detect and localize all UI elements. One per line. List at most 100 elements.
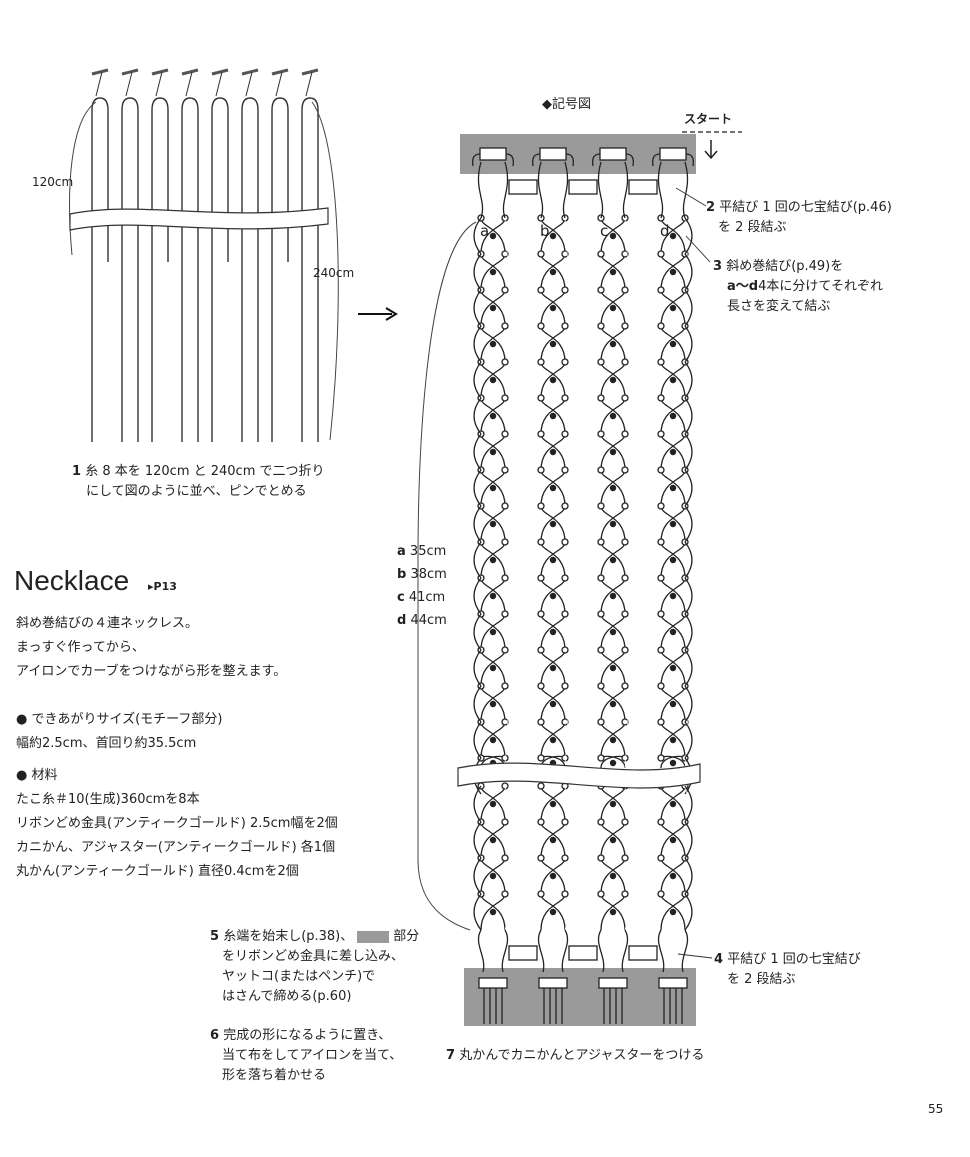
pin-shaft xyxy=(215,71,223,97)
knot-dot xyxy=(549,340,557,348)
step3-text: 3 斜め巻結び(p.49)を xyxy=(713,257,843,276)
square-knot xyxy=(508,179,538,195)
knot-dot xyxy=(609,340,617,348)
knot-dot xyxy=(669,304,677,312)
step5-line1: 5 糸端を始末し(p.38)、部分 xyxy=(210,927,419,946)
spacer xyxy=(624,217,635,769)
knot-ring xyxy=(597,574,605,582)
edge-curve xyxy=(473,857,482,895)
pin-icon xyxy=(211,68,229,76)
knot-ring xyxy=(561,754,569,762)
dimension-120-label: 120cm xyxy=(32,175,74,189)
knot-ring xyxy=(561,890,569,898)
knot-ring xyxy=(657,538,665,546)
length-value: 35cm xyxy=(409,544,447,559)
top-knot-loop xyxy=(565,153,574,167)
size-heading: ● できあがりサイズ(モチーフ部分) xyxy=(16,710,222,729)
intro-line-3: アイロンでカーブをつけながら形を整えます。 xyxy=(16,664,287,679)
knot-dot xyxy=(549,700,557,708)
knot-ring xyxy=(501,754,509,762)
knot-dot xyxy=(489,412,497,420)
knot-ring xyxy=(657,574,665,582)
knot-dot xyxy=(669,872,677,880)
knot-ring xyxy=(537,574,545,582)
knot-ring xyxy=(561,394,569,402)
knot-dot xyxy=(549,232,557,240)
knot-ring xyxy=(657,854,665,862)
knot-ring xyxy=(657,610,665,618)
edge-curve xyxy=(684,577,693,615)
knot-ring xyxy=(501,890,509,898)
knot-dot xyxy=(549,908,557,916)
edge-curve xyxy=(684,785,693,823)
spacer xyxy=(564,217,575,769)
knot-ring xyxy=(537,466,545,474)
knot-ring xyxy=(501,646,509,654)
knot-dot xyxy=(669,836,677,844)
knot-dot xyxy=(669,556,677,564)
knot-dot xyxy=(609,800,617,808)
edge-curve xyxy=(473,541,482,579)
knot-ring xyxy=(501,574,509,582)
knot-ring xyxy=(657,754,665,762)
knot-dot xyxy=(549,376,557,384)
edge-curve xyxy=(473,289,482,327)
materials-heading-text: 材料 xyxy=(31,768,58,783)
knot-ring xyxy=(561,538,569,546)
edge-curve xyxy=(473,721,482,759)
step1-text: 1 糸 8 本を 120cm と 240cm で二つ折り xyxy=(72,462,325,481)
strand-label-d: d xyxy=(660,222,670,240)
knot-dot xyxy=(549,836,557,844)
knot-dot xyxy=(669,592,677,600)
step-number: 2 xyxy=(706,200,716,215)
knot-ring xyxy=(621,646,629,654)
knot-ring xyxy=(561,718,569,726)
knot-dot xyxy=(669,448,677,456)
knot-dot xyxy=(609,232,617,240)
edge-curve xyxy=(473,361,482,399)
edge-curve xyxy=(473,821,482,859)
knot-dot xyxy=(489,376,497,384)
knot-dot xyxy=(549,484,557,492)
knot-ring xyxy=(537,250,545,258)
page-reference: ▸P13 xyxy=(148,580,177,593)
knot-ring xyxy=(501,718,509,726)
knot-ring xyxy=(561,286,569,294)
knot-ring xyxy=(537,646,545,654)
edge-curve xyxy=(684,857,693,895)
knot-dot xyxy=(609,556,617,564)
bottom-knot-block xyxy=(598,977,628,989)
knot-dot xyxy=(609,759,617,767)
cord-drop xyxy=(657,929,665,973)
edge-curve xyxy=(473,217,482,255)
knot-dot xyxy=(549,556,557,564)
knot-dot xyxy=(669,759,677,767)
knot-ring xyxy=(561,358,569,366)
strand-label-a: a xyxy=(480,222,490,240)
page-ref-text: P13 xyxy=(153,580,177,593)
knot-ring xyxy=(537,818,545,826)
knot-ring xyxy=(597,250,605,258)
knot-ring xyxy=(537,754,545,762)
edge-curve xyxy=(473,893,482,931)
step3-line2-text: 4本に分けてそれぞれ xyxy=(758,279,883,294)
knot-dot xyxy=(609,872,617,880)
knot-ring xyxy=(561,646,569,654)
step1-line1: 糸 8 本を 120cm と 240cm で二つ折り xyxy=(85,464,325,479)
edge-curve xyxy=(684,613,693,651)
dimension-brace-120 xyxy=(69,101,97,256)
pin-shaft xyxy=(275,71,283,97)
knot-dot xyxy=(669,628,677,636)
knot-dot xyxy=(489,700,497,708)
knot-dot xyxy=(489,448,497,456)
knot-ring xyxy=(597,430,605,438)
edge-curve xyxy=(684,289,693,327)
knot-dot xyxy=(549,412,557,420)
step7-text: 7 丸かんでカニかんとアジャスターをつける xyxy=(446,1046,704,1065)
step1-line2: にして図のように並べ、ピンでとめる xyxy=(86,484,307,499)
knot-ring xyxy=(621,890,629,898)
size-heading-text: できあがりサイズ(モチーフ部分) xyxy=(31,712,223,727)
cord-drop xyxy=(597,929,605,973)
knot-ring xyxy=(621,610,629,618)
cord-drop xyxy=(477,161,484,219)
